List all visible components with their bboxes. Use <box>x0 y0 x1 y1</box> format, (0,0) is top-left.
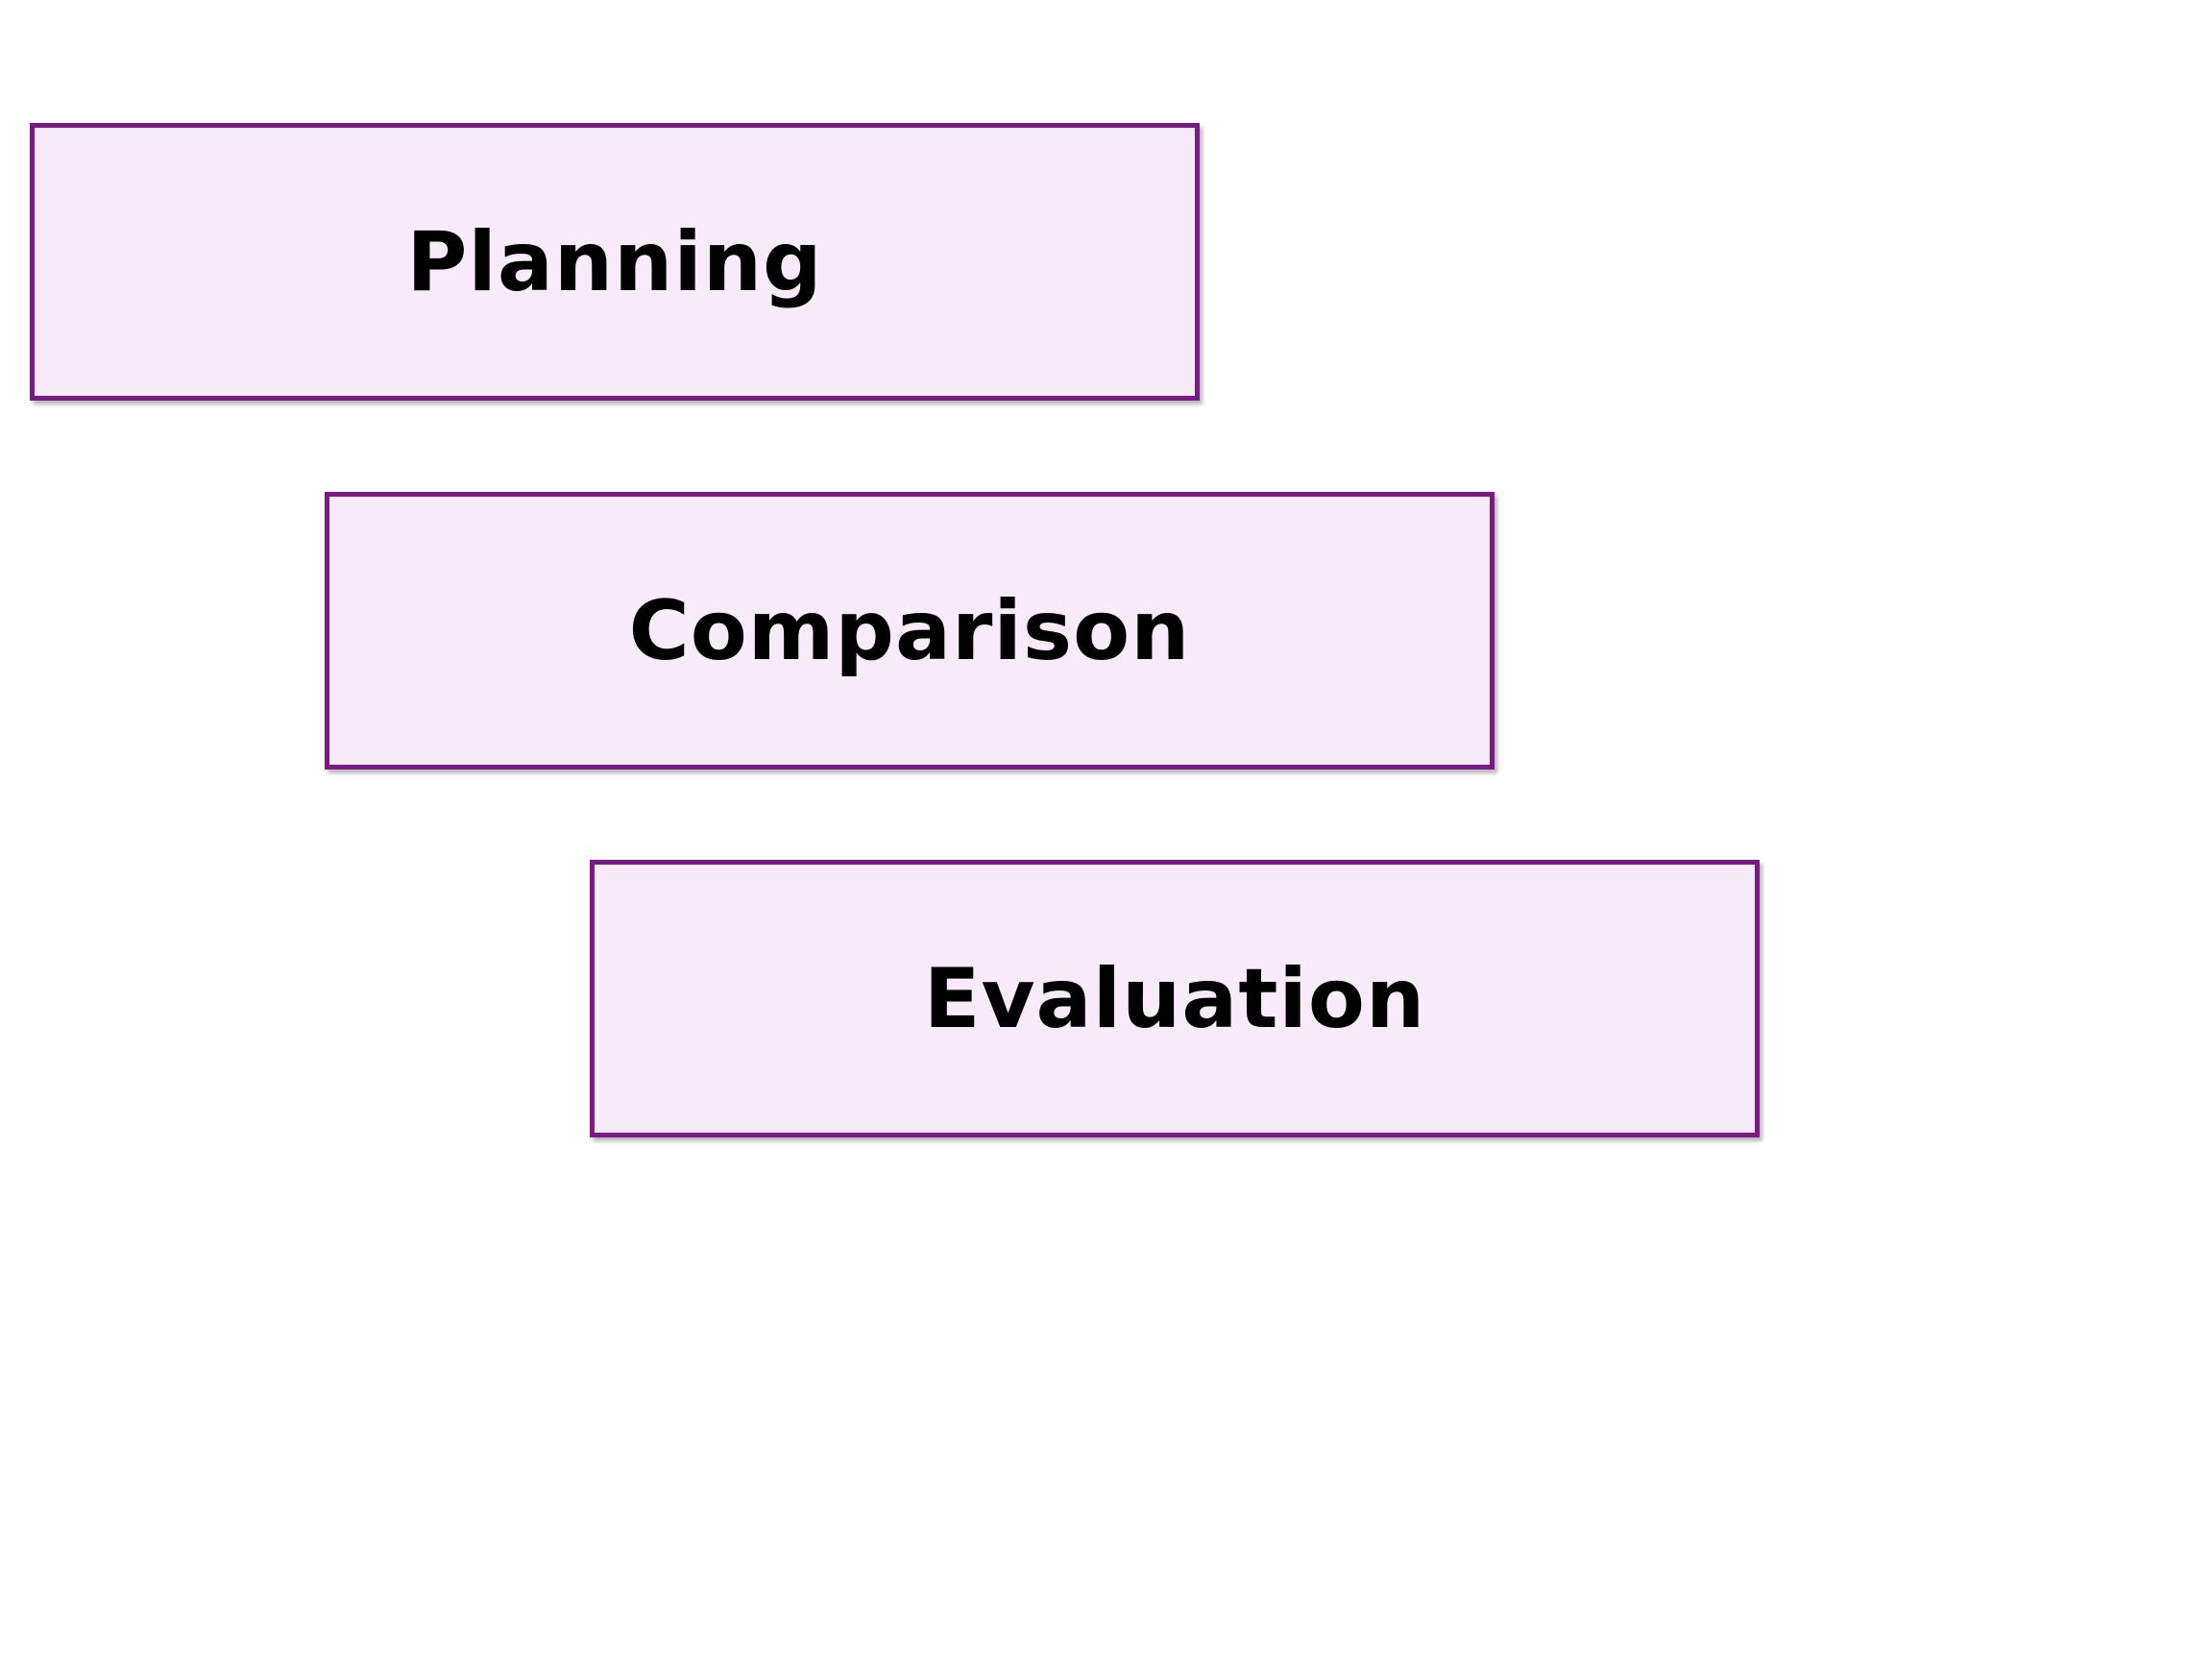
comparison-step-box: Comparison <box>325 492 1495 770</box>
comparison-step-label: Comparison <box>628 582 1191 679</box>
planning-step-label: Planning <box>406 213 823 310</box>
planning-step-box: Planning <box>30 123 1200 401</box>
evaluation-step-box: Evaluation <box>590 860 1760 1137</box>
evaluation-step-label: Evaluation <box>923 950 1426 1047</box>
